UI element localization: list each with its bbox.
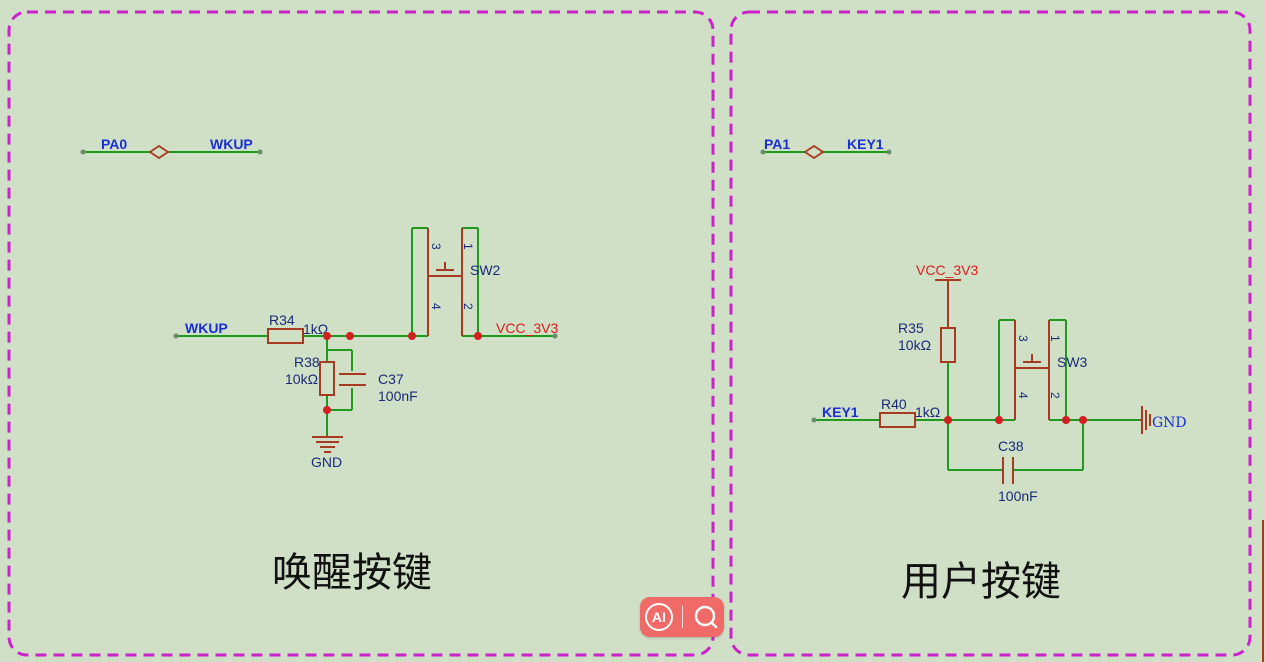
resistor-r40: R40 1kΩ — [879, 396, 940, 428]
capacitor-c37: C37 100nF — [339, 371, 418, 404]
net-label-pa1: PA1 — [764, 136, 790, 152]
left-supply-net-label: VCC_3V3 — [496, 320, 558, 336]
c38-value: 100nF — [998, 488, 1038, 504]
r38-ref: R38 — [294, 354, 320, 370]
ai-icon[interactable]: AI — [644, 603, 673, 631]
right-gnd-label: GND — [1152, 415, 1187, 431]
left-input-net-label: WKUP — [185, 320, 228, 336]
r40-ref: R40 — [881, 396, 907, 412]
sw3-pin-4: 4 — [1016, 392, 1030, 399]
sw3-pin-2: 2 — [1048, 392, 1062, 399]
left-net-alias: PA0 WKUP — [80, 136, 263, 160]
left-ground: GND — [311, 435, 343, 470]
left-panel-title: 唤醒按键 — [272, 550, 432, 596]
sw2-pin-3: 3 — [429, 243, 443, 250]
sw3-pin-3: 3 — [1016, 335, 1030, 342]
net-alias-diamond-icon — [803, 144, 825, 160]
sw3-pin-1: 1 — [1048, 335, 1062, 342]
right-panel-frame — [729, 10, 1252, 657]
r38-value: 10kΩ — [285, 371, 318, 387]
right-input-net-label: KEY1 — [822, 404, 859, 420]
net-label-pa0: PA0 — [101, 136, 127, 152]
net-label-key1-alias: KEY1 — [847, 136, 884, 152]
switch-sw3: 3 4 1 2 SW3 — [1014, 320, 1088, 420]
ai-assistant-badge[interactable]: AI — [640, 597, 724, 637]
r40-value: 1kΩ — [915, 404, 940, 420]
capacitor-c38: C38 100nF — [998, 438, 1038, 504]
net-alias-diamond-icon — [148, 144, 170, 160]
c37-value: 100nF — [378, 388, 418, 404]
r35-value: 10kΩ — [898, 337, 931, 353]
sw2-pin-4: 4 — [429, 303, 443, 310]
sw3-ref: SW3 — [1057, 354, 1088, 370]
left-panel: PA0 WKUP R34 1kΩ — [7, 10, 715, 657]
resistor-r38: R38 10kΩ — [285, 354, 335, 396]
c37-ref: C37 — [378, 371, 404, 387]
search-icon[interactable] — [693, 604, 719, 630]
r34-ref: R34 — [269, 312, 295, 328]
right-net-alias: PA1 KEY1 — [760, 136, 892, 160]
sw2-pin-2: 2 — [461, 303, 475, 310]
sw2-pin-1: 1 — [461, 243, 475, 250]
r35-ref: R35 — [898, 320, 924, 336]
r34-value: 1kΩ — [303, 321, 328, 337]
resistor-r34: R34 1kΩ — [267, 312, 328, 344]
sw2-ref: SW2 — [470, 262, 501, 278]
right-panel: PA1 KEY1 VCC_3V3 — [729, 10, 1252, 657]
right-supply-net-label: VCC_3V3 — [916, 262, 978, 278]
net-label-wkup-alias: WKUP — [210, 136, 253, 152]
left-gnd-label: GND — [311, 454, 342, 470]
right-panel-title: 用户按键 — [901, 559, 1061, 605]
badge-separator — [682, 606, 684, 628]
resistor-r35: R35 10kΩ — [898, 320, 956, 363]
right-wires — [811, 319, 1140, 471]
switch-sw2: 3 4 1 2 SW2 — [427, 228, 501, 336]
c38-ref: C38 — [998, 438, 1024, 454]
right-ground: GND — [1140, 406, 1187, 434]
right-vcc-port: VCC_3V3 — [916, 262, 978, 328]
left-panel-frame — [7, 10, 715, 657]
